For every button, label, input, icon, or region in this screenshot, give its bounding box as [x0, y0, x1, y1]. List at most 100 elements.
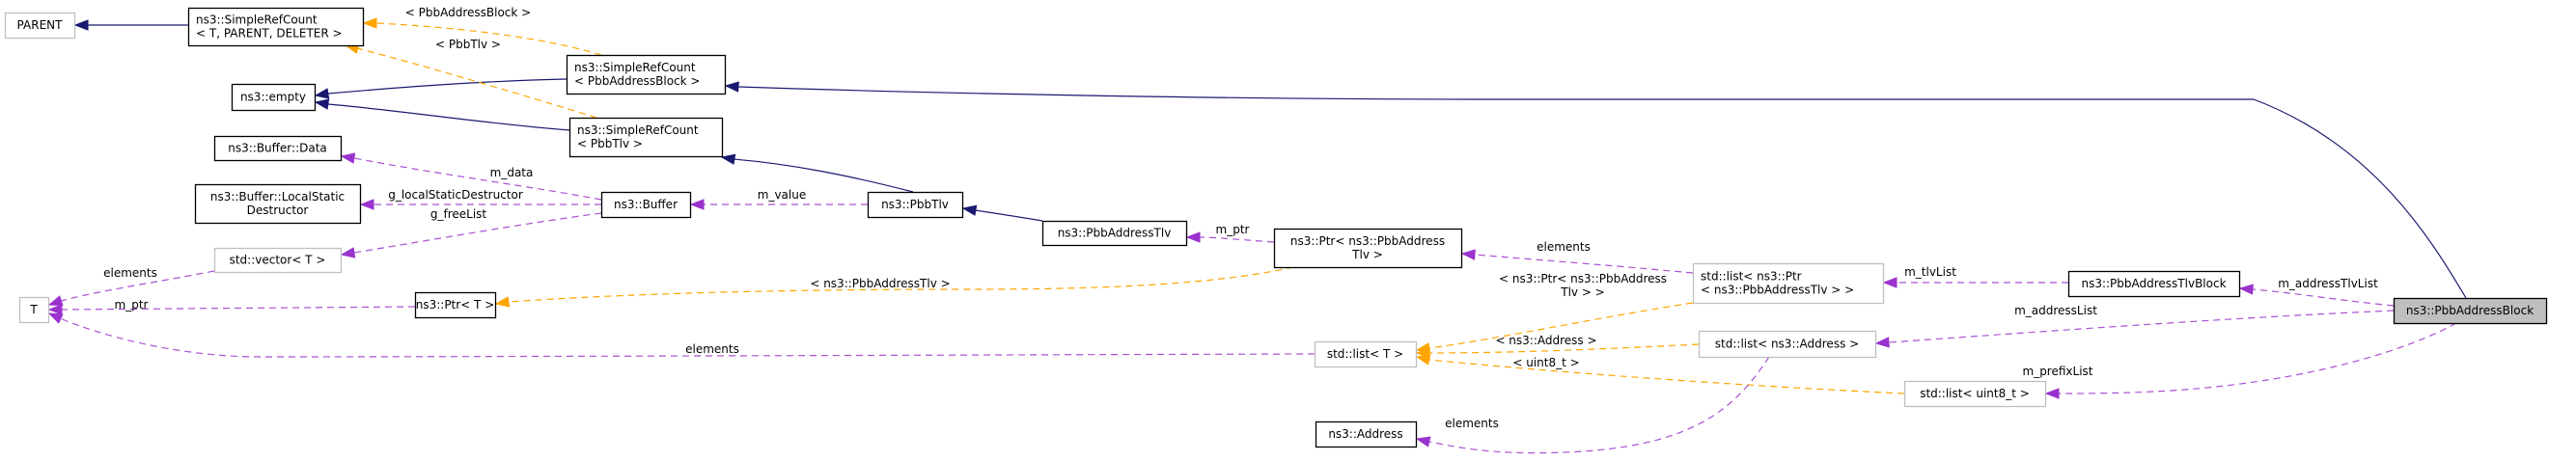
- edge-line: [341, 155, 602, 201]
- node-box[interactable]: [194, 183, 362, 225]
- node-label: ns3::empty: [240, 91, 306, 104]
- edge-line: [495, 266, 1294, 305]
- edge-simple-ref-count-pbb-tlv-to-ns3-empty: [314, 98, 570, 131]
- node-box[interactable]: [213, 135, 343, 162]
- node-simple-ref-count-pbb-address-block[interactable]: ns3::SimpleRefCount< PbbAddressBlock >: [566, 54, 727, 95]
- arrowhead-icon: [340, 152, 356, 164]
- node-box[interactable]: [231, 83, 317, 112]
- edge-ns3-ptr-t-to-t: m_ptr: [47, 298, 416, 315]
- node-simple-ref-count-pbb-tlv[interactable]: ns3::SimpleRefCount< PbbTlv >: [568, 117, 724, 158]
- edge-label: elements: [685, 342, 739, 356]
- node-ns3-buffer[interactable]: ns3::Buffer: [600, 191, 692, 219]
- edge-line: [2046, 322, 2457, 394]
- node-pbb-address-tlv-block[interactable]: ns3::PbbAddressTlvBlock: [2067, 270, 2241, 298]
- node-std-list-uint8[interactable]: std::list< uint8_t >: [1903, 380, 2047, 408]
- edge-label: < ns3::Address >: [1495, 334, 1596, 347]
- node-std-list-ptr-pbb-address-tlv[interactable]: std::list< ns3::Ptr< ns3::PbbAddressTlv …: [1692, 262, 1885, 305]
- edge-label: m_data: [490, 166, 534, 179]
- node-label: ns3::Buffer::LocalStatic: [210, 190, 345, 203]
- node-label: std::list< ns3::Address >: [1715, 338, 1859, 351]
- arrowhead-icon: [1185, 231, 1201, 243]
- edge-line: [48, 270, 215, 306]
- node-box[interactable]: [867, 191, 964, 219]
- node-label: ns3::SimpleRefCount: [196, 14, 318, 27]
- node-label: < PbbTlv >: [577, 137, 643, 150]
- edge-line: [1461, 253, 1694, 274]
- edge-label: elements: [1445, 417, 1499, 430]
- node-box[interactable]: [568, 117, 724, 158]
- node-ns3-empty[interactable]: ns3::empty: [231, 83, 317, 112]
- node-box[interactable]: [1692, 262, 1885, 305]
- node-buffer-data[interactable]: ns3::Buffer::Data: [213, 135, 343, 162]
- node-std-list-t[interactable]: std::list< T >: [1314, 340, 1418, 368]
- node-parent[interactable]: PARENT: [4, 12, 76, 40]
- node-ns3-address[interactable]: ns3::Address: [1315, 420, 1418, 448]
- edge-line: [364, 22, 602, 56]
- node-box[interactable]: [2393, 297, 2548, 325]
- node-label: PARENT: [17, 18, 64, 32]
- node-label: ns3::Buffer: [614, 198, 678, 211]
- node-box[interactable]: [2067, 270, 2241, 298]
- arrowhead-icon: [359, 199, 374, 210]
- node-box[interactable]: [600, 191, 692, 219]
- node-label: ns3::Buffer::Data: [228, 142, 327, 155]
- edge-ns3-pbb-tlv-to-ns3-buffer: m_value: [689, 188, 868, 210]
- edge-label: m_addressTlvList: [2278, 277, 2378, 290]
- arrowhead-icon: [1415, 436, 1431, 447]
- node-box[interactable]: [187, 7, 365, 47]
- arrowhead-icon: [1460, 249, 1476, 260]
- node-box[interactable]: [414, 291, 497, 319]
- node-ns3-ptr-t[interactable]: ns3::Ptr< T >: [414, 291, 497, 319]
- node-box[interactable]: [566, 54, 727, 95]
- node-ns3-pbb-address-tlv[interactable]: ns3::PbbAddressTlv: [1041, 220, 1188, 247]
- node-box[interactable]: [1273, 228, 1463, 269]
- node-box[interactable]: [1315, 420, 1418, 448]
- arrowhead-icon: [47, 304, 63, 315]
- edge-line: [721, 156, 914, 193]
- edges-layer: < PbbAddressBlock >< PbbTlv >m_datag_loc…: [47, 6, 2467, 454]
- edge-label: m_ptr: [115, 298, 149, 312]
- node-pbb-address-block[interactable]: ns3::PbbAddressBlock: [2393, 297, 2548, 325]
- node-box[interactable]: [1698, 330, 1877, 359]
- edge-std-vector-t-to-t: elements: [47, 266, 215, 307]
- edge-line: [725, 85, 2467, 299]
- edge-ns3-pbb-tlv-to-simple-ref-count-pbb-tlv: [720, 153, 914, 193]
- edge-line: [49, 306, 416, 311]
- node-std-list-address[interactable]: std::list< ns3::Address >: [1698, 330, 1877, 359]
- node-label: T: [29, 303, 38, 316]
- node-ns3-pbb-tlv[interactable]: ns3::PbbTlv: [867, 191, 964, 219]
- node-t[interactable]: T: [18, 296, 50, 324]
- arrowhead-icon: [314, 88, 330, 99]
- node-simple-ref-count-generic[interactable]: ns3::SimpleRefCount< T, PARENT, DELETER …: [187, 7, 365, 47]
- edge-line: [2239, 287, 2395, 307]
- edge-label: g_freeList: [430, 207, 487, 221]
- edge-label: m_tlvList: [1904, 265, 1956, 279]
- arrowhead-icon: [2044, 388, 2060, 399]
- node-box[interactable]: [1041, 220, 1188, 247]
- node-box[interactable]: [18, 296, 50, 324]
- node-std-vector-t[interactable]: std::vector< T >: [213, 247, 343, 274]
- node-ns3-ptr-pbb-address-tlv[interactable]: ns3::Ptr< ns3::PbbAddressTlv >: [1273, 228, 1463, 269]
- node-box[interactable]: [1903, 380, 2047, 408]
- arrowhead-icon: [314, 98, 330, 110]
- edge-pbb-address-tlv-block-to-std-list-ptr-pbb-address-tlv: m_tlvList: [1882, 265, 2068, 288]
- node-label: < T, PARENT, DELETER >: [196, 27, 343, 41]
- arrowhead-icon: [720, 153, 736, 165]
- edge-std-list-uint8-to-std-list-t: < uint8_t >: [1415, 354, 1905, 394]
- node-box[interactable]: [4, 12, 76, 40]
- edge-simple-ref-count-pbb-address-block-to-ns3-empty: [314, 78, 568, 99]
- node-label: < PbbAddressBlock >: [574, 74, 700, 88]
- node-box[interactable]: [213, 247, 343, 274]
- edge-line: [1417, 343, 1700, 354]
- arrowhead-icon: [724, 81, 739, 93]
- edge-label: elements: [103, 266, 157, 280]
- edge-label: Tlv > >: [1560, 285, 1605, 299]
- edge-simple-ref-count-pbb-tlv-to-simple-ref-count-generic: < PbbTlv >: [344, 38, 597, 119]
- node-label: std::list< uint8_t >: [1920, 387, 2030, 400]
- node-label: ns3::SimpleRefCount: [574, 61, 696, 74]
- edge-label: m_ptr: [1216, 223, 1250, 236]
- node-box[interactable]: [1314, 340, 1418, 368]
